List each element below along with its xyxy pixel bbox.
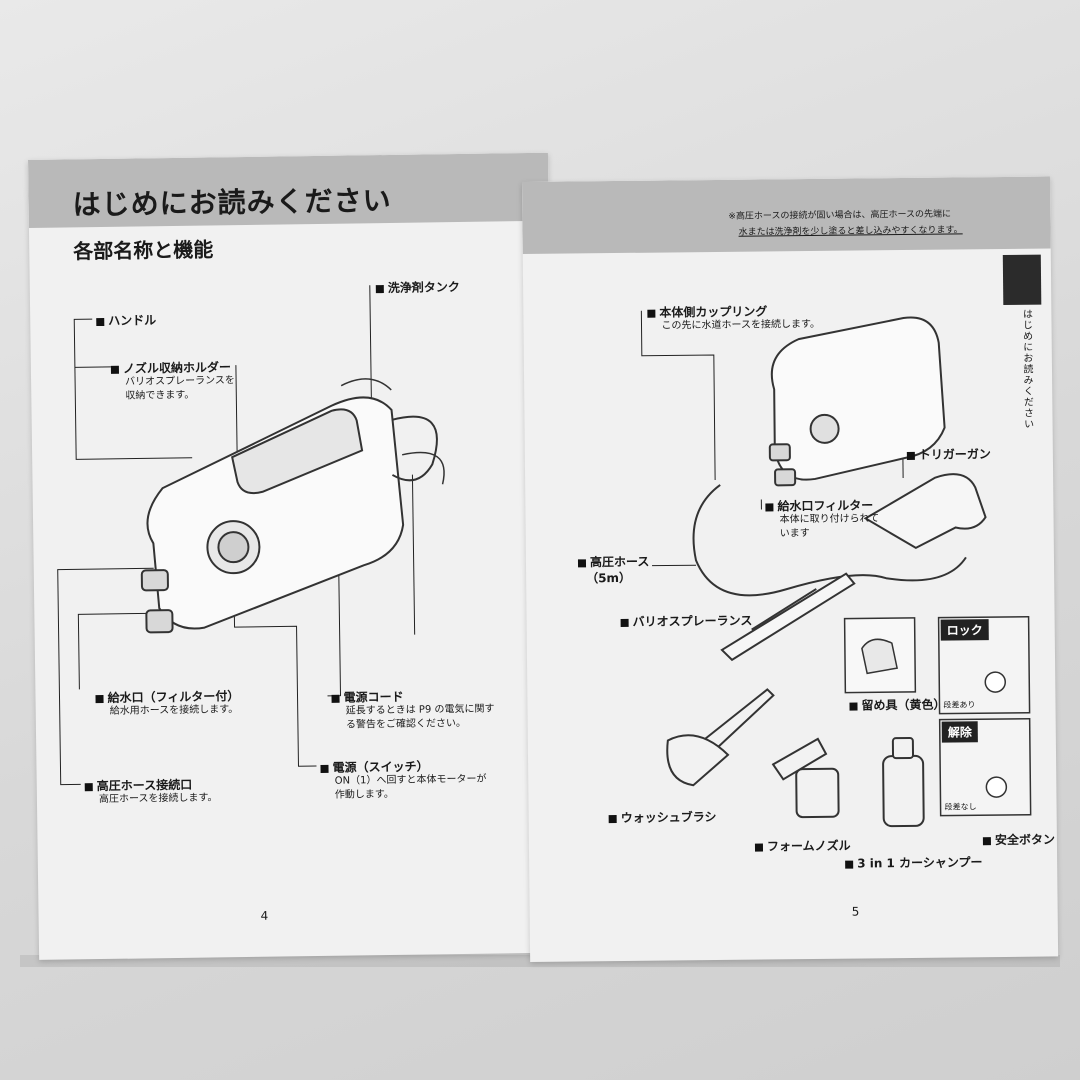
- desc-power-switch-2: 作動します。: [334, 788, 394, 801]
- lock-step-note: 段差あり: [943, 700, 976, 710]
- label-hp-hose-length: （5m）: [586, 570, 632, 586]
- desc-power-cord-1: 延長するときは P9 の電気に関す: [345, 703, 495, 717]
- release-step-note: 段差なし: [944, 802, 977, 812]
- label-clip: 留め具（黄色）: [849, 696, 946, 714]
- desc-coupling: この先に水道ホースを接続します。: [661, 318, 821, 332]
- badge-lock: ロック: [940, 619, 989, 641]
- desc-inlet-filter-2: います: [779, 528, 810, 540]
- desc-nozzle-holder-2: 収納できます。: [125, 389, 195, 402]
- label-shampoo: 3 in 1 カーシャンプー: [845, 853, 983, 871]
- desc-inlet-filter-1: 本体に取り付けられて: [779, 513, 880, 526]
- left-page: はじめにお読みください 各部名称と機能 ハン: [28, 152, 560, 960]
- desc-water-inlet: 給水用ホースを接続します。: [109, 704, 239, 717]
- right-page: ※高圧ホースの接続が固い場合は、高圧ホースの先端に 水または洗浄剤を少し塗ると差…: [522, 176, 1059, 962]
- label-lance: バリオスプレーランス: [620, 612, 753, 630]
- desc-power-switch-1: ON（1）へ回すと本体モーターが: [334, 773, 487, 787]
- label-trigger-gun: トリガーガン: [906, 445, 991, 463]
- label-handle: ハンドル: [96, 311, 156, 329]
- desc-nozzle-holder-1: バリオスプレーランスを: [125, 375, 235, 388]
- label-detergent-tank: 洗浄剤タンク: [375, 278, 460, 296]
- label-brush: ウォッシュブラシ: [608, 808, 717, 826]
- page-number-left: 4: [260, 908, 269, 923]
- desc-power-cord-2: る警告をご確認ください。: [345, 717, 466, 731]
- label-safety-button: 安全ボタン: [982, 830, 1055, 848]
- page-number-right: 5: [851, 904, 860, 919]
- label-foam-nozzle: フォームノズル: [754, 837, 851, 855]
- label-hp-hose: 高圧ホース: [577, 553, 650, 571]
- badge-release: 解除: [941, 721, 978, 743]
- washer-diagram: [57, 285, 445, 786]
- parts-diagram: [640, 310, 1032, 828]
- desc-hp-hose-port: 高圧ホースを接続します。: [98, 792, 218, 806]
